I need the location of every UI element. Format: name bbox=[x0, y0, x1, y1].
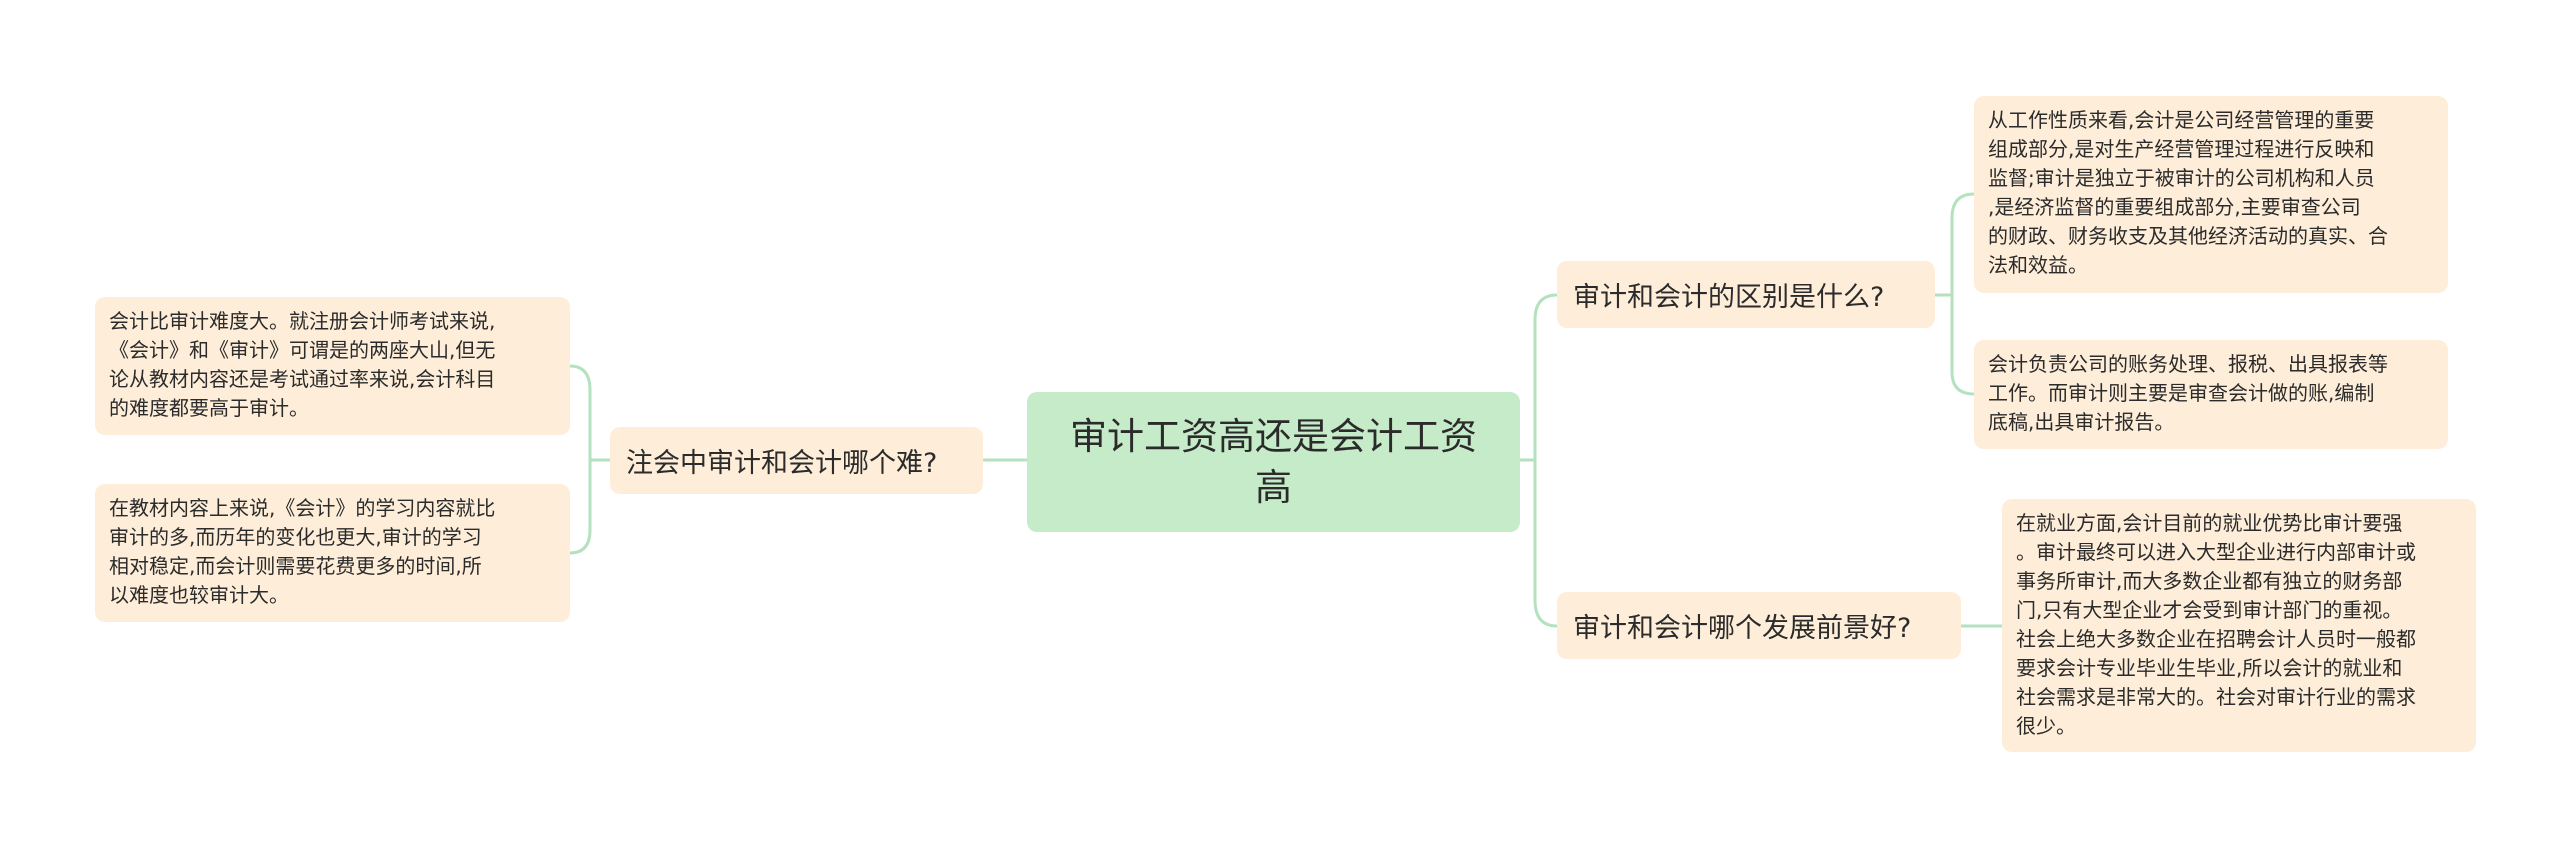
central-topic[interactable]: 审计工资高还是会计工资高 bbox=[1027, 392, 1520, 532]
connector-right-top-leaf-1 bbox=[1935, 192, 1975, 297]
branch-difficulty[interactable]: 注会中审计和会计哪个难? bbox=[610, 427, 983, 494]
branch-difference[interactable]: 审计和会计的区别是什么? bbox=[1557, 261, 1935, 328]
central-topic-title: 审计工资高还是会计工资高 bbox=[1070, 415, 1477, 509]
leaf-difference-2[interactable]: 会计负责公司的账务处理、报税、出具报表等 工作。而审计则主要是审查会计做的账,编… bbox=[1974, 340, 2448, 449]
branch-difference-label: 审计和会计的区别是什么? bbox=[1573, 282, 1885, 313]
leaf-prospects-1[interactable]: 在就业方面,会计目前的就业优势比审计要强 。审计最终可以进入大型企业进行内部审计… bbox=[2002, 499, 2476, 752]
leaf-difficulty-1[interactable]: 会计比审计难度大。就注册会计师考试来说, 《会计》和《审计》可谓是的两座大山,但… bbox=[95, 297, 570, 435]
connector-root-right-bottom bbox=[1533, 460, 1558, 628]
branch-prospects[interactable]: 审计和会计哪个发展前景好? bbox=[1557, 592, 1961, 659]
branch-difficulty-label: 注会中审计和会计哪个难? bbox=[626, 448, 938, 479]
branch-prospects-label: 审计和会计哪个发展前景好? bbox=[1573, 613, 1912, 644]
connector-right-top-leaf-2 bbox=[1950, 295, 1975, 396]
connector-left-leaf-2 bbox=[569, 460, 592, 555]
connector-root-right-top bbox=[1520, 293, 1558, 462]
leaf-difference-1[interactable]: 从工作性质来看,会计是公司经营管理的重要 组成部分,是对生产经营管理过程进行反映… bbox=[1974, 96, 2448, 293]
connector-left-leaf-1 bbox=[569, 364, 610, 462]
leaf-difficulty-2[interactable]: 在教材内容上来说,《会计》的学习内容就比 审计的多,而历年的变化也更大,审计的学… bbox=[95, 484, 570, 622]
